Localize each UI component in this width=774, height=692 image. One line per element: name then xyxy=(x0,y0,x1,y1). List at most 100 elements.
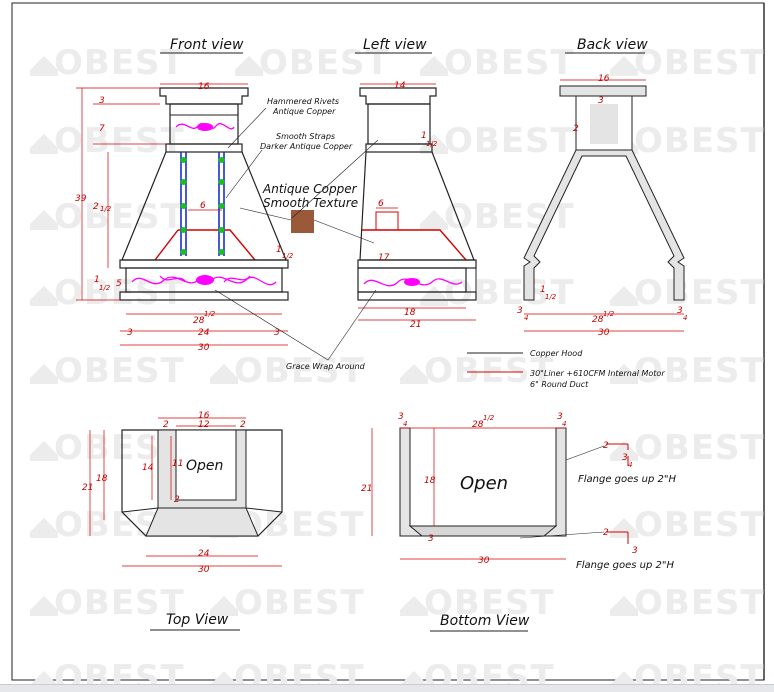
back-view-drawing: 16 3 2 1 1/2 3 4 28 1/2 3 4 30 xyxy=(517,74,687,338)
flange-top-label: Flange goes up 2"H xyxy=(578,474,677,485)
dim-back-side: 2 xyxy=(573,124,579,134)
bottom-view-drawing: Open 3 4 28 1/2 3 4 21 18 3 30 2 3 4 Fla… xyxy=(361,412,677,571)
dim-flange-c: 2 xyxy=(603,528,609,538)
watermark-text: OBEST xyxy=(424,583,555,623)
watermark-text: OBEST xyxy=(634,505,765,545)
dim-bottom-inner-a: 28 xyxy=(472,420,484,430)
watermark-text: OBEST xyxy=(54,197,185,237)
dim-back-edge-r-b: 4 xyxy=(683,314,687,322)
dim-back-leg-a: 1 xyxy=(540,285,546,295)
legend-liner: 30"Liner +610CFM Internal Motor xyxy=(530,369,665,378)
top-open-label: Open xyxy=(186,458,223,474)
dim-back-inner-b: 1/2 xyxy=(603,310,615,318)
watermark-text: OBEST xyxy=(54,121,185,161)
dim-front-height: 39 xyxy=(75,194,87,204)
legend-copper-hood: Copper Hood xyxy=(530,349,583,358)
watermark-text: OBEST xyxy=(634,583,765,623)
straps-finish-label: Darker Antique Copper xyxy=(260,142,353,151)
watermark-text: OBEST xyxy=(234,351,365,391)
dim-bottom-overall: 30 xyxy=(478,556,490,566)
watermark-text: OBEST xyxy=(54,351,185,391)
dim-left-chimney-a: 1 xyxy=(421,131,427,141)
bottom-scrollbar-strip[interactable] xyxy=(0,684,774,692)
dim-left-liner: 6 xyxy=(378,199,384,209)
bottom-view-title: Bottom View xyxy=(440,613,530,629)
front-view-title: Front view xyxy=(170,37,244,53)
dim-front-step-r: 3 xyxy=(274,328,280,338)
dim-left-chimney-b: 1/2 xyxy=(426,140,438,148)
dim-front-cap: 3 xyxy=(99,96,105,106)
watermark-text: OBEST xyxy=(234,505,365,545)
dim-front-inner-a: 28 xyxy=(193,316,205,326)
watermark-text: OBEST xyxy=(259,43,390,83)
dim-left-overall: 21 xyxy=(410,320,421,330)
watermark-text: OBEST xyxy=(634,121,765,161)
dim-front-base-5: 5 xyxy=(116,279,122,289)
legend-duct: 6" Round Duct xyxy=(530,380,589,389)
dim-front-liner: 6 xyxy=(200,201,206,211)
dim-front-side-b: 1/2 xyxy=(100,205,112,213)
dim-back-inner-a: 28 xyxy=(592,315,604,325)
dim-flange-b-a: 3 xyxy=(622,453,628,463)
rivets-finish-label: Antique Copper xyxy=(272,107,336,116)
dim-left-height: 17 xyxy=(378,253,390,263)
dim-bottom-edge-l-a: 3 xyxy=(398,412,404,422)
front-view-drawing: 16 3 7 39 2 1/2 6 1 1/2 1 1/2 5 28 1/2 3… xyxy=(75,82,294,353)
dim-bottom-inner-b: 1/2 xyxy=(483,414,495,422)
dim-top-side-r: 2 xyxy=(240,420,246,430)
dim-front-inner-b: 1/2 xyxy=(204,310,216,318)
legend: Copper Hood 30"Liner +610CFM Internal Mo… xyxy=(467,349,665,389)
dim-top-30: 30 xyxy=(198,565,210,575)
watermark-text: OBEST xyxy=(634,351,765,391)
dim-front-top: 16 xyxy=(198,82,210,92)
dim-bottom-edge-r-b: 4 xyxy=(562,420,566,428)
band-scroll-ornament xyxy=(175,123,235,131)
dim-front-mid: 24 xyxy=(198,328,210,338)
dim-top-depth-mid: 18 xyxy=(96,474,108,484)
watermark-text: OBEST xyxy=(634,428,765,468)
dim-front-liner-h-a: 1 xyxy=(276,245,282,255)
dim-front-base-b: 1/2 xyxy=(99,284,111,292)
dim-front-band: 7 xyxy=(99,124,105,134)
dim-top-depth-outer: 21 xyxy=(82,483,93,493)
dim-bottom-edge-l-b: 4 xyxy=(403,420,407,428)
dim-top-outer: 16 xyxy=(198,411,210,421)
dim-top-open-h2: 11 xyxy=(172,459,183,469)
watermark-text: OBEST xyxy=(54,583,185,623)
copper-swatch xyxy=(291,210,314,233)
top-view-title: Top View xyxy=(166,612,229,628)
dim-front-liner-h-b: 1/2 xyxy=(282,252,294,260)
dim-back-edge-l-b: 4 xyxy=(524,314,528,322)
left-view-drawing: 14 1 1/2 6 17 18 21 xyxy=(357,81,477,330)
watermark-text: OBEST xyxy=(54,43,185,83)
top-view-drawing: Open 16 12 2 2 21 18 14 11 2 24 30 xyxy=(82,411,283,575)
dim-back-leg-b: 1/2 xyxy=(545,293,557,301)
rivets xyxy=(180,157,225,255)
dim-left-top: 14 xyxy=(394,81,406,91)
dim-back-cap: 3 xyxy=(598,96,604,106)
dim-flange-d: 3 xyxy=(632,546,638,556)
watermark-text: OBEST xyxy=(54,273,185,313)
texture-finish-label: Smooth Texture xyxy=(263,196,358,210)
back-view-title: Back view xyxy=(577,37,648,53)
dim-bottom-depth-outer: 21 xyxy=(361,484,372,494)
straps-label: Smooth Straps xyxy=(276,132,335,141)
watermark-text: OBEST xyxy=(634,273,765,313)
sheet-border xyxy=(11,2,765,681)
dim-front-base-a: 1 xyxy=(94,275,100,285)
left-view-title: Left view xyxy=(363,37,427,53)
dim-back-overall: 30 xyxy=(598,328,610,338)
dim-bottom-base: 3 xyxy=(428,534,434,544)
watermark-text: OBEST xyxy=(444,43,575,83)
dim-left-inner: 18 xyxy=(404,308,416,318)
texture-label: Antique Copper xyxy=(262,182,358,196)
dim-top-open-h: 14 xyxy=(142,463,154,473)
dim-back-edge-l-a: 3 xyxy=(517,306,523,316)
dim-back-edge-r-a: 3 xyxy=(677,306,683,316)
flange-bottom-label: Flange goes up 2"H xyxy=(576,560,675,571)
dim-top-24: 24 xyxy=(198,549,210,559)
dim-top-inner: 12 xyxy=(198,420,210,430)
dim-bottom-edge-r-a: 3 xyxy=(557,412,563,422)
dim-front-side-a: 2 xyxy=(93,202,99,212)
